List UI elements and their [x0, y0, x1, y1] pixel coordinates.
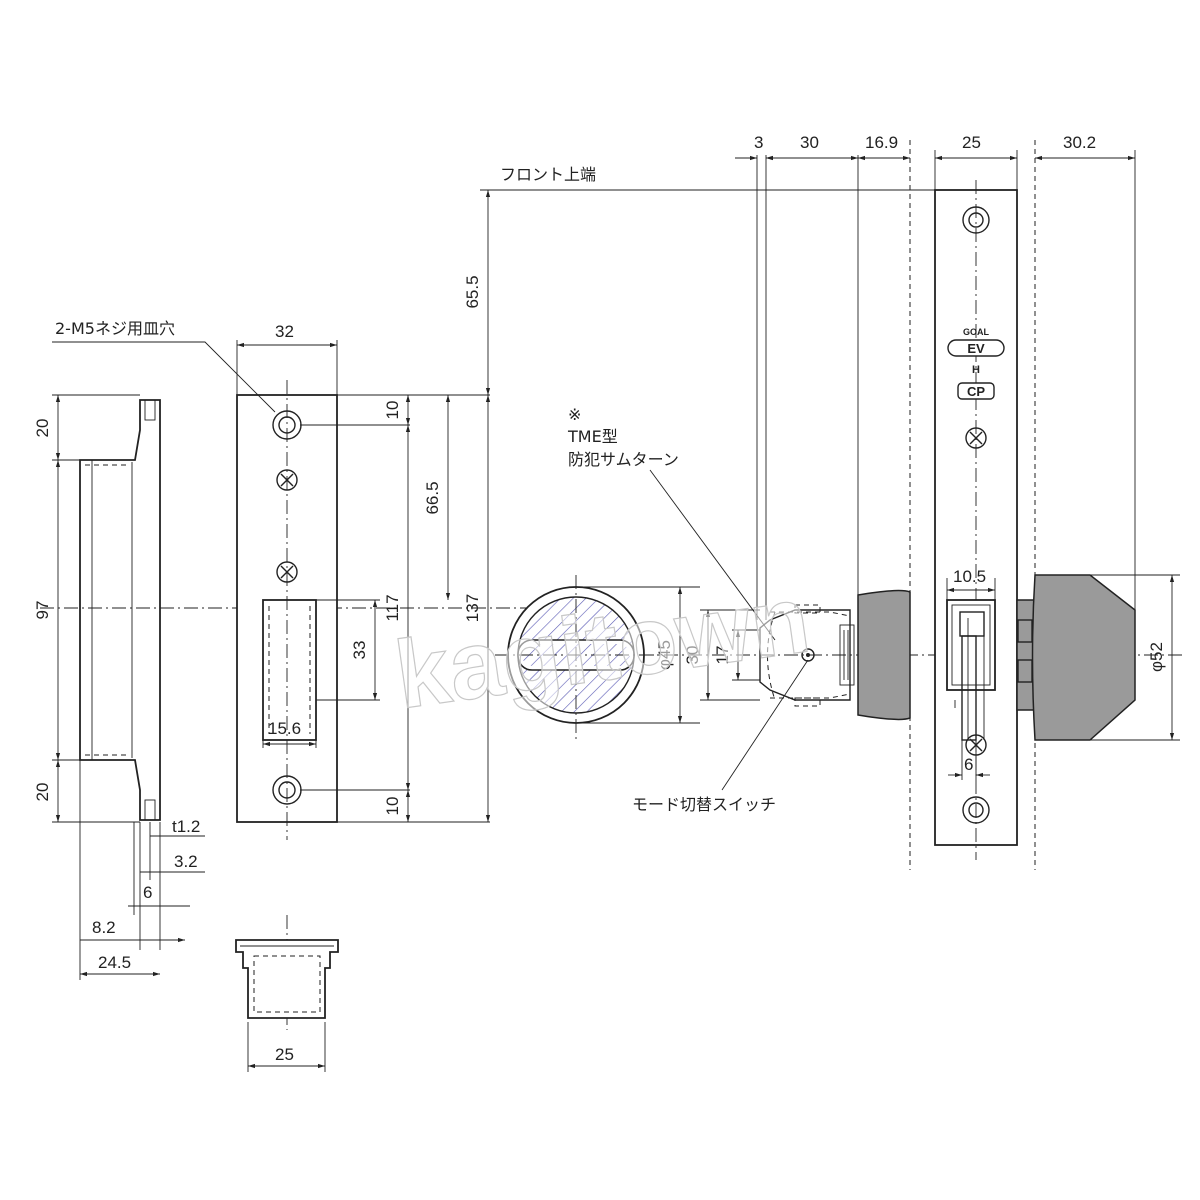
lock-side-view: φ45 30 17: [640, 133, 1185, 870]
callouts: ※ TME型 防犯サムターン モード切替スイッチ: [567, 405, 809, 814]
dim-97: 97: [33, 601, 52, 620]
logo-h: H: [972, 364, 980, 376]
dim-25-top: 25: [962, 133, 981, 152]
dim-10-bottom: 10: [383, 797, 402, 816]
strike-bottom-view: 25: [235, 915, 339, 1072]
thumbturn-front-view: [495, 575, 700, 740]
dim-6-right: 6: [964, 755, 973, 774]
dim-3-2: 3.2: [174, 852, 198, 871]
dim-65-5: 65.5: [463, 275, 482, 308]
dim-t1-2: t1.2: [172, 817, 200, 836]
dim-20-bottom: 20: [33, 783, 52, 802]
dim-30-top: 30: [800, 133, 819, 152]
strike-front-view: 2-M5ネジ用皿穴 32 10 117 10 66.5 33 137 15.6: [52, 319, 491, 840]
dim-15-6: 15.6: [268, 719, 301, 738]
strike-side-view: 20 97 20 t1.2 3.2 6 8.2 24.5: [33, 394, 560, 980]
screw-icon: [276, 469, 298, 491]
screw-icon: [965, 427, 987, 449]
label-screw-holes: 2-M5ネジ用皿穴: [55, 319, 175, 338]
dim-30-2: 30.2: [1063, 133, 1096, 152]
logo-cp: CP: [967, 384, 985, 399]
screw-icon: [276, 561, 298, 583]
dim-24-5: 24.5: [98, 953, 131, 972]
dim-10-5: 10.5: [953, 567, 986, 586]
dim-16-9: 16.9: [865, 133, 898, 152]
dim-117: 117: [383, 594, 402, 621]
dim-33: 33: [350, 641, 369, 660]
dim-20-top: 20: [33, 419, 52, 438]
dim-10-top: 10: [383, 401, 402, 420]
logo-brand: GOAL: [963, 327, 990, 337]
dim-66-5: 66.5: [423, 481, 442, 514]
label-tme-mark: ※: [568, 405, 581, 424]
goal-logo: GOAL EV H CP: [947, 327, 1005, 400]
dim-3: 3: [754, 133, 763, 152]
dim-25-bottom: 25: [275, 1045, 294, 1064]
label-front-top: フロント上端: [500, 165, 596, 184]
dim-phi52: φ52: [1147, 642, 1166, 672]
label-tme-type: TME型: [567, 427, 618, 446]
label-thumbturn: 防犯サムターン: [568, 450, 679, 469]
screw-hole-bottom: [962, 796, 990, 824]
dim-8-2: 8.2: [92, 918, 116, 937]
screw-hole-top: [962, 206, 990, 234]
label-mode-switch: モード切替スイッチ: [632, 795, 776, 814]
logo-model: EV: [967, 341, 985, 356]
front-top-reference: フロント上端 65.5: [463, 165, 940, 395]
dim-32: 32: [275, 322, 294, 341]
dim-6-left: 6: [143, 883, 152, 902]
dim-137: 137: [463, 594, 482, 622]
